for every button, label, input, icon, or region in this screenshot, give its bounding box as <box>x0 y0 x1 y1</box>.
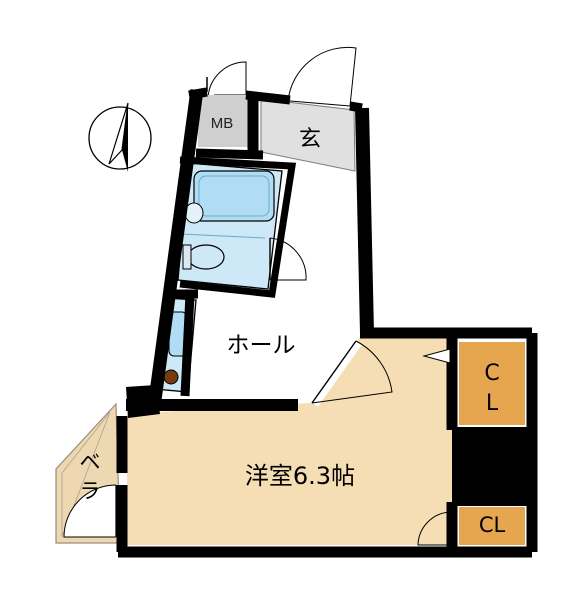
unit-bath <box>177 162 283 290</box>
label-closet-2: CL <box>479 513 506 537</box>
label-balcony-line1: ベ <box>80 450 101 474</box>
entrance-door-swings <box>206 46 357 107</box>
label-western-room: 洋室6.3帖 <box>245 462 355 490</box>
column <box>126 385 160 418</box>
closet-door-marks <box>417 348 451 546</box>
room-door-swing <box>306 336 393 408</box>
mb-space <box>198 95 252 147</box>
closet-upper <box>459 342 525 425</box>
entrance-area <box>260 98 356 172</box>
north-arrow-icon <box>88 102 152 172</box>
label-balcony-line2: ラ <box>80 479 101 503</box>
label-entrance: 玄 <box>299 127 321 152</box>
western-room <box>127 337 452 545</box>
label-hall: ホール <box>227 333 296 359</box>
closet-lower <box>459 507 525 545</box>
walls <box>116 87 538 558</box>
label-closet-1-line2: L <box>486 391 499 416</box>
label-closet-1-line1: C <box>484 361 499 386</box>
label-mb: MB <box>211 115 234 132</box>
stove-burner-icon <box>163 369 179 385</box>
